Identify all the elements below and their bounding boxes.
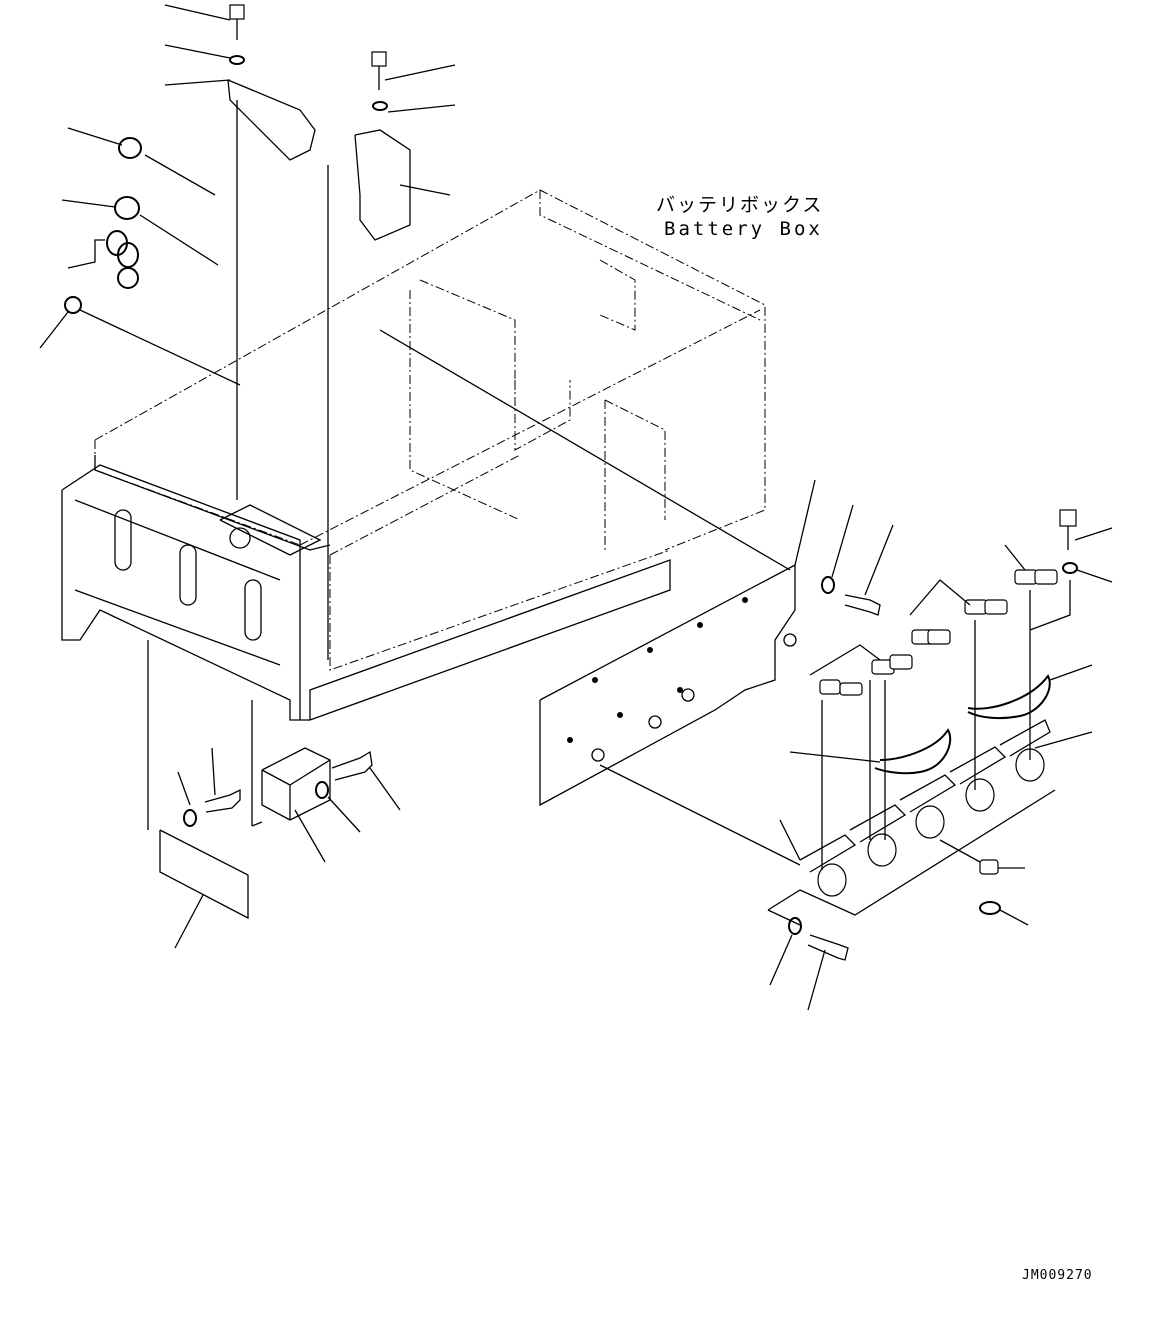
top-right-bracket — [327, 51, 456, 660]
grommets — [39, 127, 241, 386]
lower-left-parts — [147, 640, 401, 949]
bottom-bolts — [767, 909, 849, 1011]
front-frame — [61, 455, 671, 721]
right-hardware — [821, 504, 1113, 926]
assembly-title-en: Battery Box — [664, 218, 823, 240]
drawing-code: JM009270 — [1022, 1268, 1093, 1283]
assembly-title-jp: バッテリボックス — [656, 194, 824, 216]
relay-row — [767, 719, 1093, 916]
relay-plate — [379, 329, 816, 866]
harness-clips — [789, 664, 1093, 775]
top-left-bracket — [164, 4, 316, 500]
terminal-caps — [809, 544, 1058, 870]
